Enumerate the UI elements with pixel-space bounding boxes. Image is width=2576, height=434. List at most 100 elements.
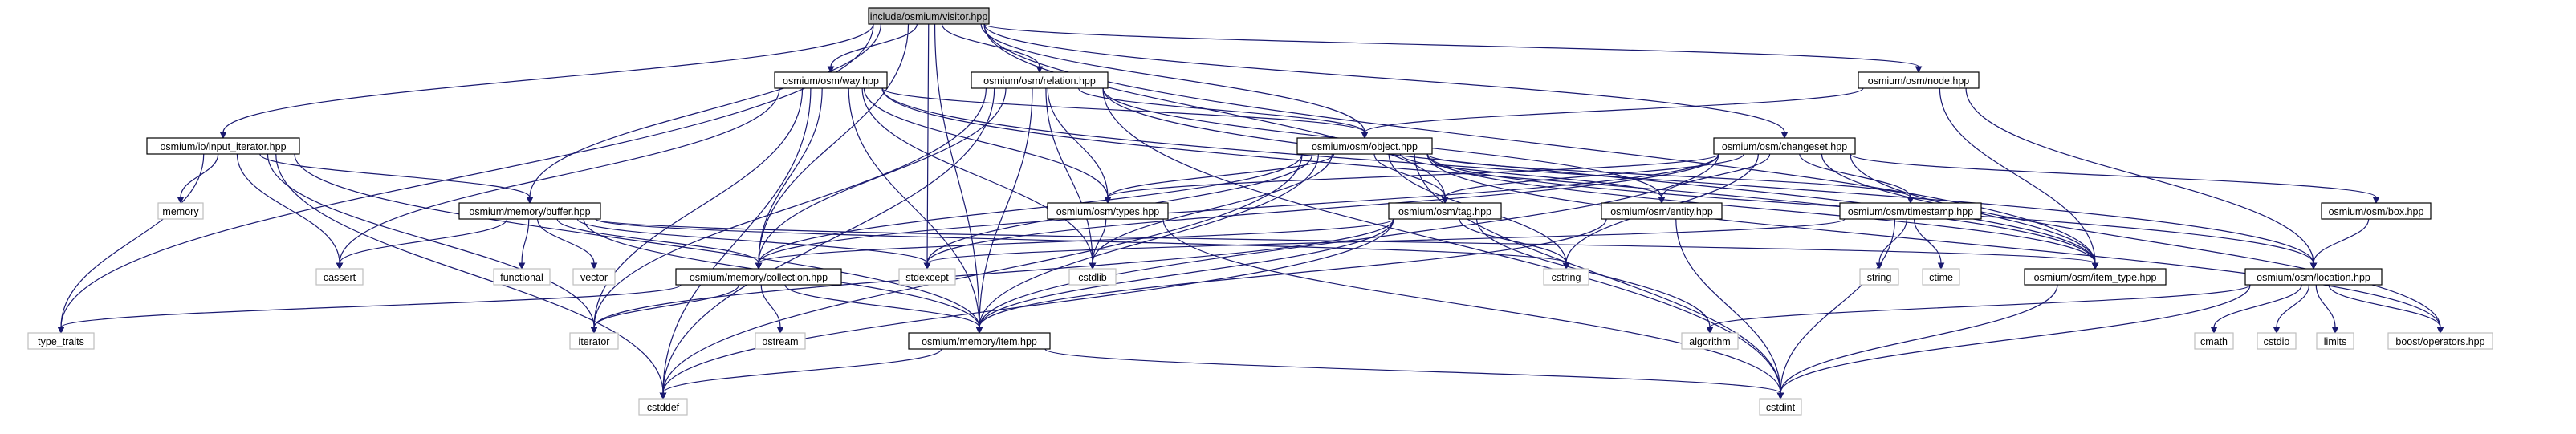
node-entity[interactable]: osmium/osm/entity.hpp <box>1601 202 1723 220</box>
edge-line <box>593 87 987 328</box>
edge-changeset-to-entity <box>1658 153 1771 205</box>
edge-line <box>275 153 664 394</box>
node-label: osmium/memory/collection.hpp <box>690 272 828 283</box>
edge-box-to-location <box>2309 218 2370 270</box>
edge-line <box>983 23 2096 264</box>
edge-line <box>60 284 682 328</box>
edge-line <box>1047 87 1109 198</box>
node-box <box>675 268 842 286</box>
edge-changeset-to-boost_operators <box>1850 153 2444 335</box>
edge-line <box>926 218 1846 264</box>
node-iterator: iterator <box>569 332 619 350</box>
arrowhead <box>219 132 227 140</box>
node-box <box>774 71 888 89</box>
edge-line <box>758 87 823 264</box>
arrowhead <box>659 392 667 400</box>
edge-line <box>758 87 1007 264</box>
node-box <box>2024 268 2167 286</box>
node-way[interactable]: osmium/osm/way.hpp <box>774 71 888 89</box>
node-layer: include/osmium/visitor.hpp osmium/osm/way… <box>27 7 2493 416</box>
node-input-iterator[interactable]: osmium/io/input_iterator.hpp <box>146 137 300 155</box>
edge-relation-to-object <box>1078 87 1369 140</box>
edge-line <box>934 23 980 328</box>
edge-timestamp-to-stdexcept <box>923 218 1846 270</box>
node-types[interactable]: osmium/osm/types.hpp <box>1047 202 1169 220</box>
edge-line <box>259 153 531 198</box>
arrowhead <box>2273 327 2281 335</box>
node-cmath: cmath <box>2194 332 2234 350</box>
node-cstdlib: cstdlib <box>1068 268 1117 286</box>
node-box <box>2244 268 2383 286</box>
node-box[interactable]: osmium/osm/box.hpp <box>2321 202 2432 220</box>
node-box <box>2387 332 2493 350</box>
node-box <box>1543 268 1589 286</box>
node-ctime: ctime <box>1922 268 1960 286</box>
arrowhead <box>2331 327 2339 335</box>
node-label: osmium/osm/types.hpp <box>1056 206 1160 217</box>
node-relation[interactable]: osmium/osm/relation.hpp <box>971 71 1109 89</box>
node-box <box>2257 332 2297 350</box>
node-string: string <box>1859 268 1899 286</box>
edge-way-to-iterator <box>590 87 804 335</box>
arrowhead <box>1658 197 1666 205</box>
node-label: algorithm <box>1689 336 1730 347</box>
node-visitor[interactable]: include/osmium/visitor.hpp <box>868 7 990 25</box>
node-tag[interactable]: osmium/osm/tag.hpp <box>1388 202 1502 220</box>
node-box <box>2316 332 2354 350</box>
node-label: cmath <box>2200 336 2228 347</box>
node-box <box>1759 398 1802 416</box>
node-box <box>1068 268 1117 286</box>
node-node[interactable]: osmium/osm/node.hpp <box>1858 71 1980 89</box>
arrowhead <box>2210 327 2218 335</box>
edge-line <box>576 218 928 264</box>
node-box <box>146 137 300 155</box>
edge-node-to-object <box>1361 87 1864 140</box>
node-buffer[interactable]: osmium/memory/buffer.hpp <box>458 202 601 220</box>
edge-line <box>521 218 530 264</box>
edge-line <box>1965 87 2314 264</box>
node-timestamp[interactable]: osmium/osm/timestamp.hpp <box>1839 202 1982 220</box>
node-object[interactable]: osmium/osm/object.hpp <box>1296 137 1433 155</box>
edge-line <box>595 218 2096 264</box>
edge-line <box>926 23 930 264</box>
node-item[interactable]: osmium/memory/item.hpp <box>908 332 1051 350</box>
edge-line <box>593 284 739 328</box>
edge-line <box>2315 284 2336 328</box>
edge-line <box>1878 218 1907 264</box>
node-box <box>638 398 688 416</box>
edge-input_iterator-to-buffer <box>259 153 534 205</box>
arrowhead <box>590 262 598 270</box>
node-label: cassert <box>324 272 356 283</box>
node-changeset[interactable]: osmium/osm/changeset.hpp <box>1713 137 1856 155</box>
edge-line <box>1364 87 1864 133</box>
arrowhead <box>336 262 344 270</box>
node-box <box>2321 202 2432 220</box>
edge-buffer-to-functional <box>518 218 530 270</box>
edge-line <box>1092 218 1107 264</box>
arrowhead <box>776 327 784 335</box>
node-stdexcept: stdexcept <box>898 268 956 286</box>
node-label: string <box>1867 272 1892 283</box>
node-box <box>1839 202 1982 220</box>
node-cassert: cassert <box>315 268 364 286</box>
node-location[interactable]: osmium/osm/location.hpp <box>2244 268 2383 286</box>
node-label: ostream <box>762 336 798 347</box>
arrowhead <box>1104 197 1112 205</box>
node-collection[interactable]: osmium/memory/collection.hpp <box>675 268 842 286</box>
edge-location-to-limits <box>2315 284 2339 335</box>
edge-line <box>863 87 1109 198</box>
edge-collection-to-type_traits <box>57 284 682 335</box>
edge-visitor-to-way <box>827 23 918 74</box>
edge-line <box>881 87 2096 264</box>
edge-buffer-to-cassert <box>336 218 508 270</box>
arrowhead <box>2091 262 2099 270</box>
edge-line <box>1414 153 1781 394</box>
node-ostream: ostream <box>755 332 806 350</box>
edge-line <box>529 23 881 198</box>
node-item-type[interactable]: osmium/osm/item_type.hpp <box>2024 268 2167 286</box>
edge-line <box>1162 218 1781 394</box>
node-label: osmium/osm/item_type.hpp <box>2034 272 2157 283</box>
arrowhead <box>1915 66 1923 74</box>
edge-line <box>983 23 1785 133</box>
